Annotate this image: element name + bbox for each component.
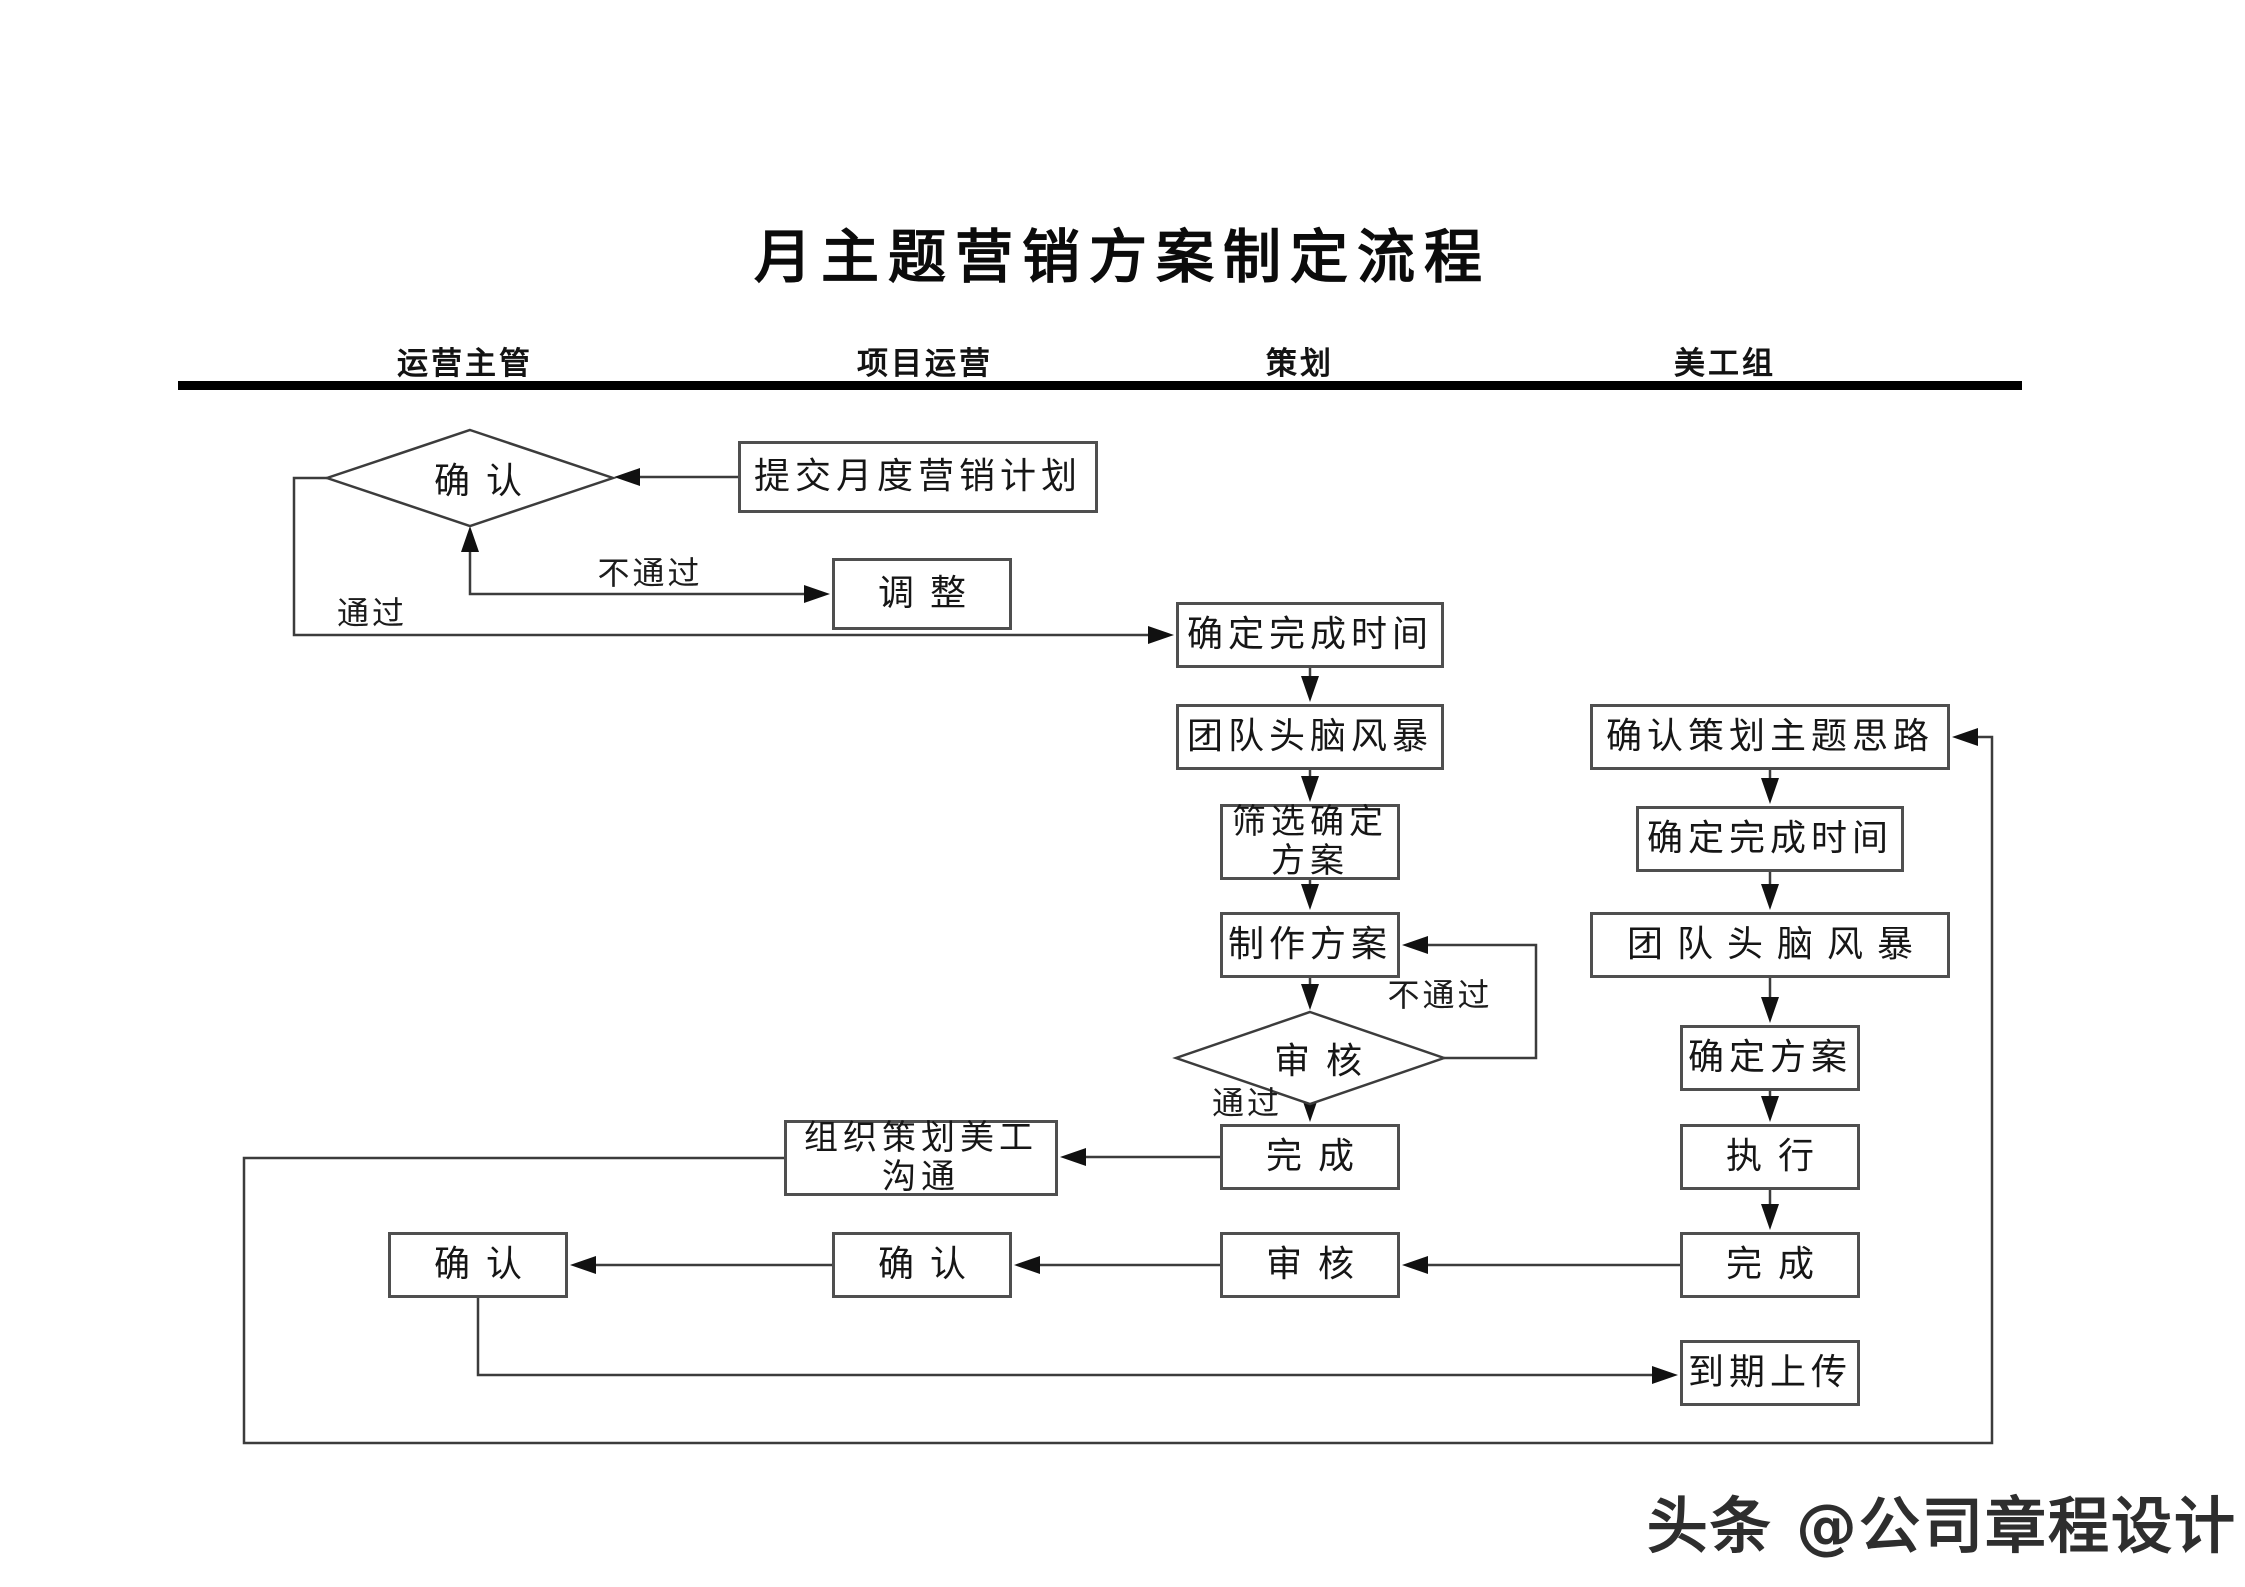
node-screen-select-plan: 筛选确定 方案 — [1220, 801, 1400, 881]
node-label: 到期上传 — [1687, 1352, 1852, 1394]
node-label: 确认策划主题思路 — [1605, 716, 1934, 758]
node-label-line2: 沟通 — [882, 1157, 960, 1197]
label-pass-top: 通过 — [336, 594, 407, 632]
node-label: 确认 — [433, 461, 538, 502]
node-confirm-project-ops: 确认 — [832, 1232, 1012, 1298]
node-label: 审核 — [1273, 1041, 1378, 1082]
arrowhead-left-into-art-theme — [1952, 728, 1978, 746]
arrowhead-down-into-art-brainstorm — [1761, 884, 1779, 910]
arrowhead-left-into-review2 — [1402, 1256, 1428, 1274]
edge-pass-to-set-deadline — [292, 476, 1158, 637]
page-title: 月主题营销方案制定流程 — [753, 223, 1491, 291]
watermark: 头条 @公司章程设计 — [1646, 1491, 2237, 1562]
node-label: 执行 — [1725, 1136, 1830, 1178]
decision-review-shape — [1172, 1010, 1448, 1106]
node-art-complete: 完成 — [1680, 1232, 1860, 1298]
node-label: 提交月度营销计划 — [753, 456, 1082, 498]
node-confirm-decision: 确认 — [370, 448, 586, 508]
label-not-pass-mid: 不通过 — [1387, 976, 1493, 1014]
node-team-brainstorm: 团队头脑风暴 — [1176, 704, 1444, 770]
arrowhead-down-into-done2 — [1761, 1204, 1779, 1230]
node-art-decide-plan: 确定方案 — [1680, 1025, 1860, 1091]
node-label: 确定方案 — [1687, 1037, 1852, 1079]
node-label: 团队头脑风暴 — [1626, 924, 1927, 966]
arrowhead-right-into-adjust — [804, 585, 830, 603]
node-label: 完成 — [1725, 1244, 1830, 1286]
node-label-line1: 组织策划美工 — [804, 1117, 1038, 1158]
node-review-decision: 审核 — [1210, 1028, 1426, 1088]
node-label-line1: 筛选确定 — [1232, 801, 1388, 842]
node-label: 审核 — [1265, 1244, 1370, 1286]
node-submit-monthly-plan: 提交月度营销计划 — [738, 441, 1098, 513]
node-confirm-ops-supervisor: 确认 — [388, 1232, 568, 1298]
node-label-line2: 方案 — [1271, 841, 1349, 881]
arrowhead-right-into-set-deadline — [1148, 626, 1174, 644]
node-label: 确定完成时间 — [1646, 818, 1893, 860]
arrowhead-left-into-organize — [1060, 1148, 1086, 1166]
node-label: 确认 — [877, 1244, 982, 1286]
node-complete: 完成 — [1220, 1124, 1400, 1190]
node-art-set-completion-time: 确定完成时间 — [1636, 806, 1904, 872]
arrowhead-right-into-upload — [1652, 1366, 1678, 1384]
arrowhead-left-into-confirm3 — [570, 1256, 596, 1274]
arrowhead-down-into-review — [1301, 984, 1319, 1010]
arrowhead-left-into-confirm — [614, 468, 640, 486]
arrowhead-down-into-screen — [1301, 776, 1319, 802]
node-execute: 执行 — [1680, 1124, 1860, 1190]
node-label: 团队头脑风暴 — [1186, 716, 1433, 758]
node-label: 确认 — [433, 1244, 538, 1286]
arrowhead-down-into-execute — [1761, 1096, 1779, 1122]
node-upload-on-due: 到期上传 — [1680, 1340, 1860, 1406]
label-not-pass-top: 不通过 — [597, 554, 703, 592]
node-label: 调整 — [877, 573, 982, 615]
node-label: 完成 — [1265, 1136, 1370, 1178]
lane-header-art-team: 美工组 — [1674, 346, 1776, 382]
edge-organize-to-art-theme-loop — [242, 735, 1994, 1445]
node-set-completion-time: 确定完成时间 — [1176, 602, 1444, 668]
node-art-team-brainstorm: 团队头脑风暴 — [1590, 912, 1950, 978]
label-pass-mid: 通过 — [1211, 1084, 1282, 1122]
arrowhead-up-into-confirm — [461, 526, 479, 552]
node-art-confirm-theme: 确认策划主题思路 — [1590, 704, 1950, 770]
node-adjust: 调整 — [832, 558, 1012, 630]
arrowhead-down-into-decide — [1761, 997, 1779, 1023]
edge-confirm-to-adjust — [468, 548, 814, 596]
lane-header-operations-supervisor: 运营主管 — [397, 346, 533, 382]
arrowhead-down-into-make-plan — [1301, 884, 1319, 910]
node-label: 确定完成时间 — [1186, 614, 1433, 656]
arrowhead-down-into-brainstorm — [1301, 676, 1319, 702]
node-organize-planning-art-communication: 组织策划美工 沟通 — [784, 1117, 1058, 1197]
node-review: 审核 — [1220, 1232, 1400, 1298]
header-divider-rule — [178, 381, 2022, 390]
arrowhead-down-into-art-deadline — [1761, 778, 1779, 804]
node-label: 制作方案 — [1227, 924, 1392, 966]
arrowhead-left-into-confirm2 — [1014, 1256, 1040, 1274]
lane-header-project-operations: 项目运营 — [857, 346, 993, 382]
edge-confirm3-to-upload — [476, 1298, 1660, 1377]
lane-header-planning: 策划 — [1266, 346, 1334, 382]
arrowhead-left-into-make-plan — [1402, 936, 1428, 954]
decision-confirm-shape — [323, 428, 617, 528]
node-create-plan: 制作方案 — [1220, 912, 1400, 978]
edge-review-fail-loop — [1426, 943, 1538, 1060]
